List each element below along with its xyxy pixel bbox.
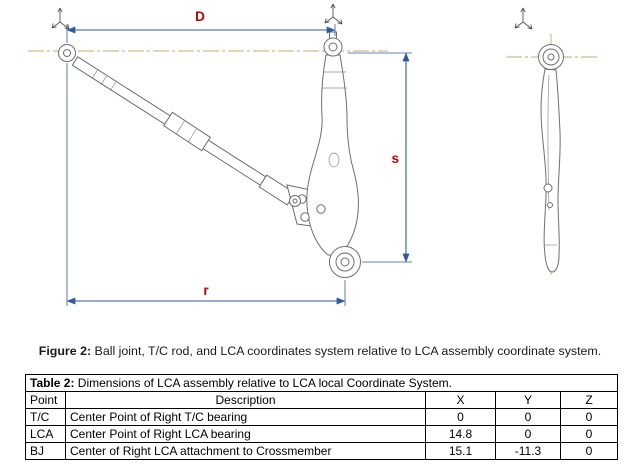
table-title-row: Table 2: Dimensions of LCA assembly rela… bbox=[24, 374, 619, 392]
cell-z: 0 bbox=[559, 425, 619, 443]
table-title-number: Table 2: bbox=[30, 376, 75, 390]
dimension-s-label: s bbox=[391, 151, 399, 166]
figure-caption-text: Ball joint, T/C rod, and LCA coordinates… bbox=[91, 344, 602, 358]
lca-side-view-drawing bbox=[538, 44, 564, 273]
cell-point: LCA bbox=[25, 425, 66, 443]
technical-drawing-area: D s r bbox=[28, 3, 600, 306]
dimension-r: r bbox=[66, 63, 346, 306]
dimensions-table: Table 2: Dimensions of LCA assembly rela… bbox=[24, 374, 619, 460]
ball-joint-drawing bbox=[286, 31, 361, 278]
cell-description: Center Point of Right LCA bearing bbox=[65, 425, 426, 443]
header-y: Y bbox=[495, 391, 561, 409]
dimension-r-label: r bbox=[203, 283, 209, 298]
axis-triad-icon bbox=[324, 3, 343, 25]
cell-z: 0 bbox=[559, 408, 619, 426]
cell-z: 0 bbox=[559, 442, 619, 460]
cell-y: 0 bbox=[495, 408, 561, 426]
header-description: Description bbox=[65, 391, 426, 409]
figure-drawing: D s r bbox=[28, 3, 600, 306]
axis-triad-icon bbox=[514, 7, 533, 30]
cell-x: 0 bbox=[425, 408, 496, 426]
cell-description: Center Point of Right T/C bearing bbox=[65, 408, 426, 426]
table-row: T/C Center Point of Right T/C bearing 0 … bbox=[25, 408, 619, 426]
axis-triad-icon bbox=[51, 7, 70, 30]
dimension-s: s bbox=[348, 52, 412, 263]
cell-y: 0 bbox=[495, 425, 561, 443]
header-x: X bbox=[425, 391, 496, 409]
header-z: Z bbox=[559, 391, 619, 409]
cell-y: -11.3 bbox=[495, 442, 561, 460]
cell-x: 15.1 bbox=[425, 442, 496, 460]
table-header-row: Point Description X Y Z bbox=[25, 391, 619, 409]
header-point: Point bbox=[25, 391, 66, 409]
tc-rod-drawing bbox=[58, 44, 296, 206]
table-title-text: Dimensions of LCA assembly relative to L… bbox=[74, 376, 452, 390]
dimension-D-label: D bbox=[195, 9, 205, 24]
figure-caption: Figure 2: Ball joint, T/C rod, and LCA c… bbox=[0, 344, 640, 358]
cell-point: BJ bbox=[25, 442, 66, 460]
dimension-D: D bbox=[66, 9, 336, 43]
table-row: LCA Center Point of Right LCA bearing 14… bbox=[25, 425, 619, 443]
cell-point: T/C bbox=[25, 408, 66, 426]
figure-caption-number: Figure 2: bbox=[38, 344, 92, 358]
table-title: Table 2: Dimensions of LCA assembly rela… bbox=[24, 374, 619, 392]
table-row: BJ Center of Right LCA attachment to Cro… bbox=[25, 442, 619, 460]
cell-x: 14.8 bbox=[425, 425, 496, 443]
cell-description: Center of Right LCA attachment to Crossm… bbox=[65, 442, 426, 460]
